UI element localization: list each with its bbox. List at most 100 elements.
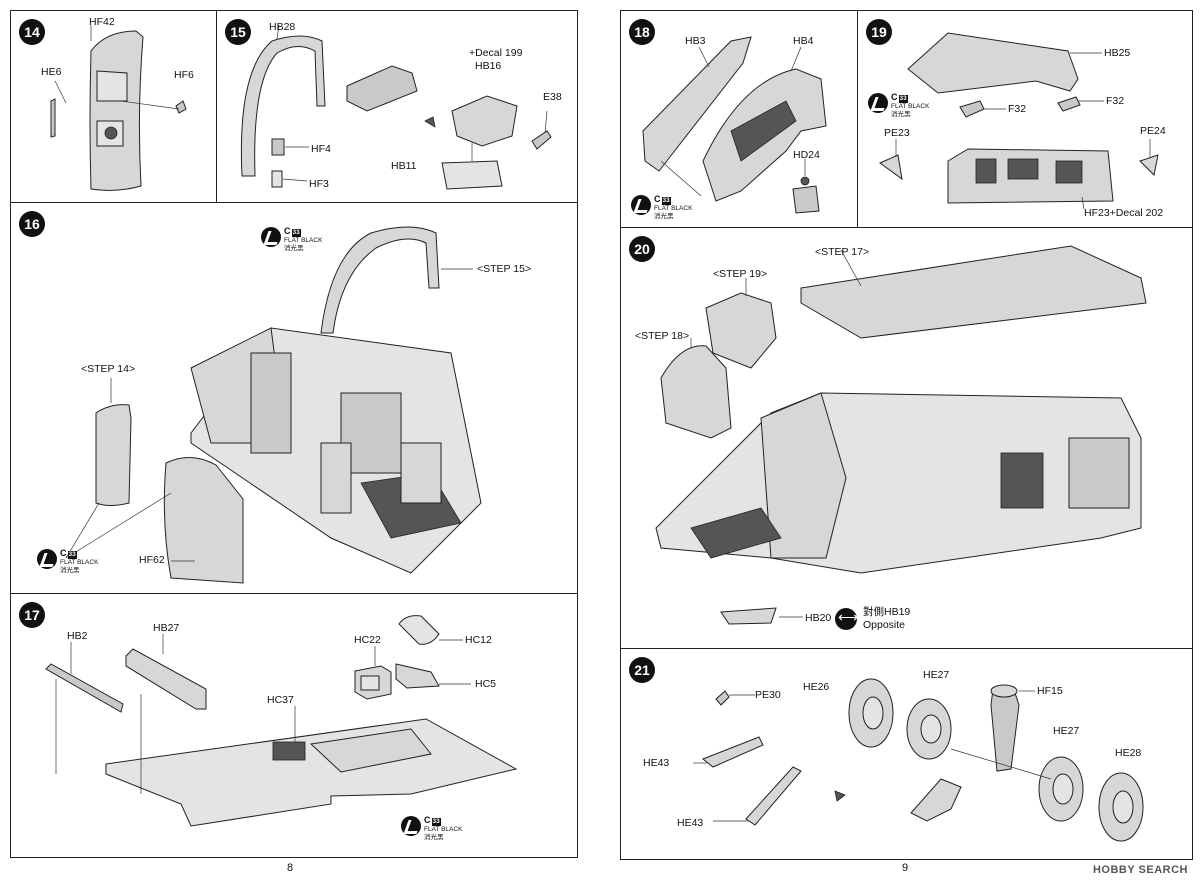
label-he26: HE26 bbox=[803, 681, 830, 693]
hf15-strut bbox=[990, 686, 1020, 772]
hb27-part bbox=[125, 648, 207, 710]
label-hb27: HB27 bbox=[153, 622, 180, 634]
label-decal-199: +Decal 199 bbox=[469, 47, 523, 59]
step-14-badge: 14 bbox=[19, 19, 45, 45]
label-hb25: HB25 bbox=[1104, 47, 1131, 59]
hc12-part bbox=[398, 615, 440, 645]
label-hb20: HB20 bbox=[805, 612, 832, 624]
pe30-part bbox=[715, 690, 730, 706]
label-f32-left: F32 bbox=[1008, 103, 1027, 115]
paint-brush-icon bbox=[631, 195, 651, 215]
step-16-badge: 16 bbox=[19, 211, 45, 237]
hb3-part bbox=[642, 36, 752, 172]
step-18-drawing bbox=[642, 36, 827, 214]
f32-right-part bbox=[1057, 96, 1081, 112]
label-f32-right: F32 bbox=[1106, 95, 1125, 107]
label-hb28: HB28 bbox=[269, 21, 296, 33]
floor-plate-part bbox=[105, 718, 518, 827]
hf62-part bbox=[163, 457, 244, 584]
page-number-right: 9 bbox=[902, 862, 909, 874]
hb2-part bbox=[45, 663, 124, 713]
hb20-part bbox=[720, 607, 777, 625]
label-step-17-ref: <STEP 17> bbox=[815, 246, 870, 258]
step-17-drawing bbox=[45, 615, 518, 827]
step-15-badge: 15 bbox=[225, 19, 251, 45]
label-hb3: HB3 bbox=[685, 35, 706, 47]
step-15-panel: 15 HB28 +Decal 199 HB16 E38 HF4 HB11 HF3 bbox=[216, 10, 578, 203]
label-pe24: PE24 bbox=[1140, 125, 1166, 137]
label-step-14-ref: <STEP 14> bbox=[81, 363, 136, 375]
frame-arch-part bbox=[240, 35, 326, 177]
pe24-part bbox=[1139, 154, 1159, 177]
label-e38: E38 bbox=[543, 91, 562, 103]
label-he43-lower: HE43 bbox=[677, 817, 704, 829]
label-pe23: PE23 bbox=[884, 127, 910, 139]
label-hc5: HC5 bbox=[475, 678, 497, 690]
label-step-18-ref: <STEP 18> bbox=[635, 330, 690, 342]
label-step-19-ref: <STEP 19> bbox=[713, 268, 768, 280]
label-hf23-decal-202: HF23+Decal 202 bbox=[1084, 207, 1164, 219]
step-16-drawing bbox=[65, 226, 482, 584]
bulkhead-assembly-step18 bbox=[660, 345, 732, 439]
hb25-part bbox=[907, 32, 1079, 94]
step-21-drawing bbox=[693, 678, 1144, 842]
hd24-part bbox=[792, 185, 820, 214]
step-21-panel: 21 PE30 HE26 HE27 HF15 HE43 HE27 HE28 HE… bbox=[620, 648, 1193, 860]
rear-door-step14 bbox=[95, 404, 132, 506]
paint-brush-icon bbox=[401, 816, 421, 836]
label-hc12: HC12 bbox=[465, 634, 492, 646]
step-20-badge: 20 bbox=[629, 236, 655, 262]
label-he43-upper: HE43 bbox=[643, 757, 670, 769]
roof-assembly-step17 bbox=[800, 245, 1147, 339]
hc5-part bbox=[395, 663, 440, 689]
label-hf6: HF6 bbox=[174, 69, 194, 81]
panel-assembly-step19 bbox=[705, 292, 777, 369]
hb16-part bbox=[451, 95, 518, 147]
label-he6: HE6 bbox=[41, 66, 62, 78]
label-he28: HE28 bbox=[1115, 747, 1142, 759]
he43-lower-part bbox=[745, 766, 802, 826]
opposite-arrow-icon bbox=[835, 608, 858, 630]
he43-upper-part bbox=[702, 736, 764, 768]
label-opposite-en: Opposite bbox=[863, 619, 906, 631]
label-hb16: HB16 bbox=[475, 60, 502, 72]
label-hd24: HD24 bbox=[793, 149, 820, 161]
label-hf42: HF42 bbox=[89, 16, 115, 28]
label-hc37: HC37 bbox=[267, 694, 294, 706]
step-20-drawing bbox=[655, 245, 1147, 625]
step-17-badge: 17 bbox=[19, 602, 45, 628]
step-14-drawing bbox=[50, 25, 187, 191]
page-number-left: 8 bbox=[287, 862, 294, 874]
label-hf15: HF15 bbox=[1037, 685, 1063, 697]
frame-assembly-step15 bbox=[320, 226, 440, 334]
label-hb2: HB2 bbox=[67, 630, 88, 642]
step-19-drawing bbox=[879, 32, 1159, 210]
paint-brush-icon bbox=[37, 549, 57, 569]
f32-left-part bbox=[959, 100, 985, 118]
rear-door-part bbox=[89, 30, 144, 191]
paint-brush-icon bbox=[261, 227, 281, 247]
pe23-part bbox=[879, 154, 903, 181]
step-20-panel: 20 <STEP 17> <STEP 19> <STEP 18> HB20 對側… bbox=[620, 227, 1193, 649]
step-19-badge: 19 bbox=[866, 19, 892, 45]
label-hf62: HF62 bbox=[139, 554, 165, 566]
label-pe30: PE30 bbox=[755, 689, 781, 701]
label-he27-upper: HE27 bbox=[923, 669, 950, 681]
watermark-text: HOBBY SEARCH bbox=[1092, 864, 1188, 876]
paint-brush-icon bbox=[868, 93, 888, 113]
label-hf4: HF4 bbox=[311, 143, 331, 155]
step-18-badge: 18 bbox=[629, 19, 655, 45]
label-hb4: HB4 bbox=[793, 35, 814, 47]
label-hf3: HF3 bbox=[309, 178, 329, 190]
label-opposite-hb19-cn: 對側HB19 bbox=[863, 606, 911, 618]
label-hb11: HB11 bbox=[391, 160, 417, 172]
